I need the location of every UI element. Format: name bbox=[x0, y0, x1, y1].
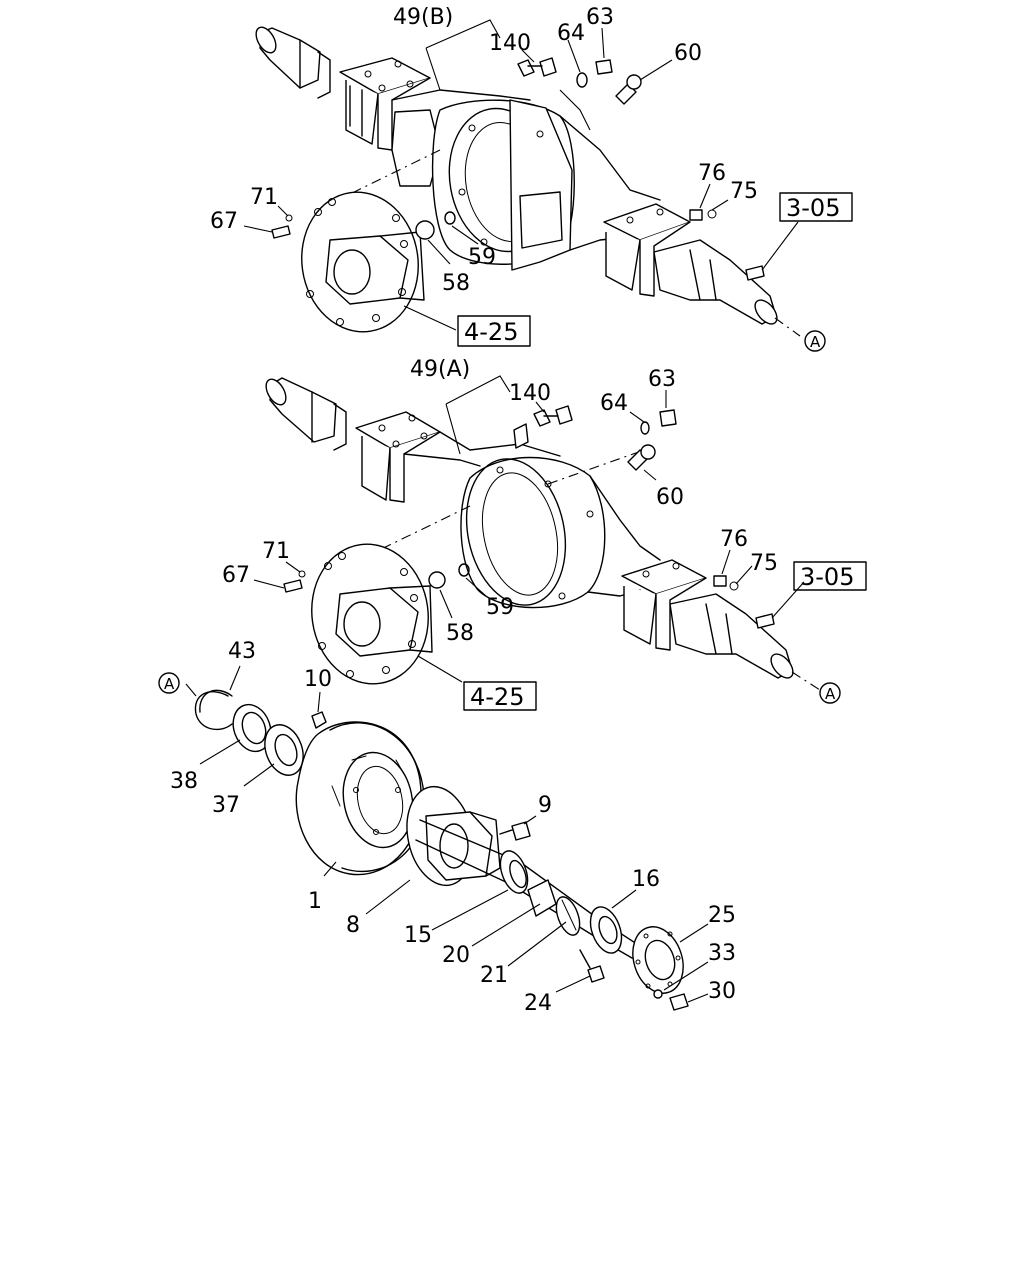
label-8: 8 bbox=[346, 913, 360, 938]
label-30: 30 bbox=[708, 979, 736, 1004]
label-24: 24 bbox=[524, 991, 552, 1016]
leader-lines-lower bbox=[185, 665, 709, 1003]
label-60-middle: 60 bbox=[656, 485, 684, 510]
marker-a-middle: A bbox=[825, 685, 836, 703]
hub-assembly bbox=[194, 689, 689, 1011]
ref-4-25-middle[interactable]: 4-25 bbox=[470, 683, 524, 711]
label-20: 20 bbox=[442, 943, 470, 968]
ref-3-05-upper[interactable]: 3-05 bbox=[786, 194, 840, 222]
label-58-upper: 58 bbox=[442, 271, 470, 296]
ref-box-4-25-upper bbox=[457, 315, 531, 347]
label-33: 33 bbox=[708, 941, 736, 966]
label-43: 43 bbox=[228, 639, 256, 664]
ref-box-3-05-upper bbox=[779, 192, 853, 222]
axle-housing-middle bbox=[265, 377, 821, 691]
label-60-upper: 60 bbox=[674, 41, 702, 66]
label-25: 25 bbox=[708, 903, 736, 928]
callouts-upper: 49(B) 140 64 63 60 71 67 59 58 76 75 3-0… bbox=[210, 5, 853, 352]
label-37: 37 bbox=[212, 793, 240, 818]
label-59-middle: 59 bbox=[486, 595, 514, 620]
label-59-upper: 59 bbox=[468, 245, 496, 270]
label-76-middle: 76 bbox=[720, 527, 748, 552]
ref-box-4-25-middle bbox=[463, 681, 537, 711]
label-75-middle: 75 bbox=[750, 551, 778, 576]
label-75-upper: 75 bbox=[730, 179, 758, 204]
marker-a-upper: A bbox=[810, 333, 821, 351]
marker-a-lower: A bbox=[164, 675, 175, 693]
callouts-lower: A 43 10 38 37 9 1 8 15 16 20 25 21 33 24… bbox=[158, 639, 736, 1016]
label-71-upper: 71 bbox=[250, 185, 278, 210]
marker-a-circle-upper bbox=[804, 330, 826, 352]
marker-a-circle-middle bbox=[819, 682, 841, 704]
label-10: 10 bbox=[304, 667, 332, 692]
ref-4-25-upper[interactable]: 4-25 bbox=[464, 318, 518, 346]
label-140-middle: 140 bbox=[509, 381, 551, 406]
label-58-middle: 58 bbox=[446, 621, 474, 646]
axle-housing-upper bbox=[255, 26, 801, 337]
label-67-middle: 67 bbox=[222, 563, 250, 588]
label-9: 9 bbox=[538, 793, 552, 818]
marker-a-circle-lower bbox=[158, 672, 180, 694]
label-76-upper: 76 bbox=[698, 161, 726, 186]
label-64-middle: 64 bbox=[600, 391, 628, 416]
callouts-middle: 49(A) 140 64 63 60 71 67 59 58 76 75 3-0… bbox=[222, 357, 867, 711]
label-21: 21 bbox=[480, 963, 508, 988]
leader-lines-upper bbox=[243, 19, 799, 331]
hardware-upper bbox=[271, 57, 765, 281]
ref-3-05-middle[interactable]: 3-05 bbox=[800, 563, 854, 591]
label-16: 16 bbox=[632, 867, 660, 892]
label-140-upper: 140 bbox=[489, 31, 531, 56]
label-64-upper: 64 bbox=[557, 21, 585, 46]
label-49a: 49(A) bbox=[410, 357, 470, 382]
label-71-middle: 71 bbox=[262, 539, 290, 564]
label-15: 15 bbox=[404, 923, 432, 948]
ref-box-3-05-middle bbox=[793, 561, 867, 591]
label-1: 1 bbox=[308, 889, 322, 914]
label-49b: 49(B) bbox=[393, 5, 453, 30]
label-63-upper: 63 bbox=[586, 5, 614, 30]
label-67-upper: 67 bbox=[210, 209, 238, 234]
carrier-upper bbox=[301, 191, 425, 333]
hardware-middle bbox=[283, 405, 775, 629]
label-63-middle: 63 bbox=[648, 367, 676, 392]
carrier-middle bbox=[311, 543, 433, 685]
leader-lines-middle bbox=[253, 375, 805, 683]
label-38: 38 bbox=[170, 769, 198, 794]
